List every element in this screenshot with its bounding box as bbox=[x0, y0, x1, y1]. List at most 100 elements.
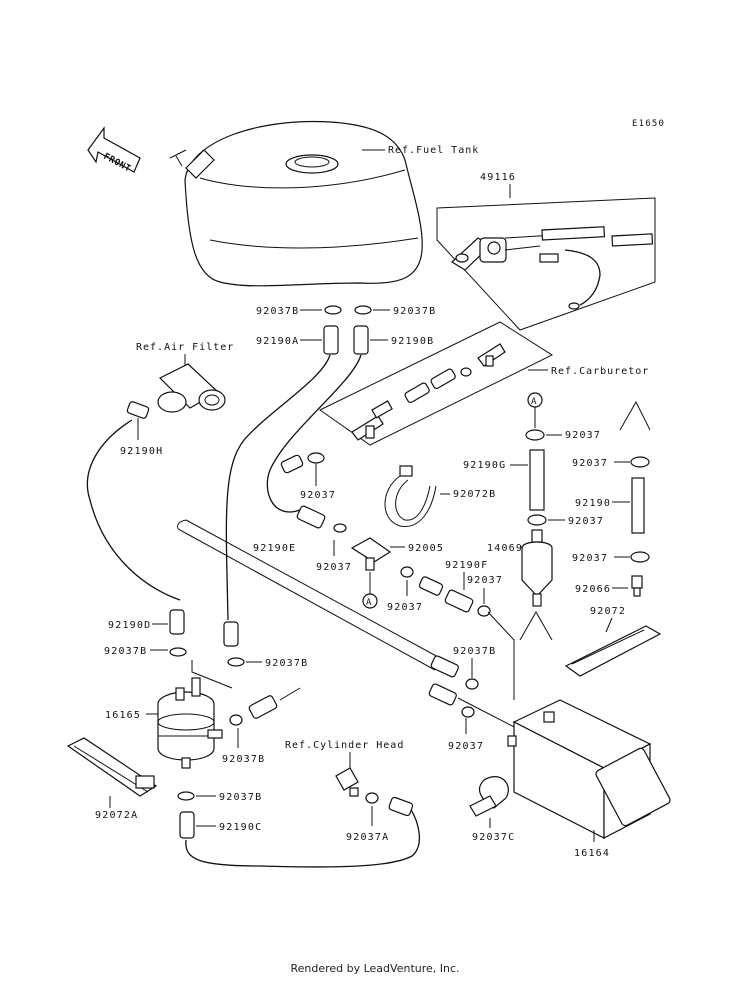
label-carburetor: Ref.Carburetor bbox=[551, 366, 649, 377]
label-92037-h: 92037 bbox=[467, 575, 503, 586]
label-92037B-f: 92037B bbox=[222, 754, 265, 765]
label-cylinder-head: Ref.Cylinder Head bbox=[285, 740, 404, 751]
fuel-pump-16165 bbox=[157, 677, 223, 769]
label-16165: 16165 bbox=[105, 710, 141, 721]
label-92037-d: 92037 bbox=[572, 553, 608, 564]
label-92072A: 92072A bbox=[95, 810, 138, 821]
clip-92037-c bbox=[630, 456, 650, 468]
hose-92190C bbox=[179, 811, 195, 839]
hose-92190B bbox=[353, 325, 369, 355]
figure-code: E1650 bbox=[632, 119, 665, 129]
callout-a-bottom bbox=[362, 593, 378, 609]
label-92190B: 92190B bbox=[391, 336, 434, 347]
hose-run-bottom bbox=[185, 807, 420, 868]
tie-strap-92072B bbox=[384, 465, 437, 527]
label-92037B-g: 92037B bbox=[219, 792, 262, 803]
hose-short-d bbox=[388, 796, 414, 817]
hose-92190A bbox=[323, 325, 339, 355]
label-92037B-e: 92037B bbox=[265, 658, 308, 669]
hose-92190G bbox=[529, 449, 545, 511]
label-fuel-tank: Ref.Fuel Tank bbox=[388, 145, 479, 156]
hose-run-right bbox=[266, 354, 362, 513]
label-14069: 14069 bbox=[487, 543, 523, 554]
label-92037B-b: 92037B bbox=[393, 306, 436, 317]
label-92190D: 92190D bbox=[108, 620, 151, 631]
label-air-filter: Ref.Air Filter bbox=[136, 342, 234, 353]
hose-short-a bbox=[280, 454, 304, 474]
hose-short-b bbox=[418, 576, 444, 596]
hose-92190D bbox=[169, 609, 185, 635]
carburetor-fittings bbox=[351, 343, 506, 441]
clip-92037B-e bbox=[227, 657, 245, 667]
strap-92072 bbox=[564, 625, 662, 677]
label-92190H: 92190H bbox=[120, 446, 163, 457]
front-arrow-icon: FRONT bbox=[87, 126, 141, 175]
label-92037B-a: 92037B bbox=[256, 306, 299, 317]
label-92190G: 92190G bbox=[463, 460, 506, 471]
hose-run-air-filter bbox=[86, 419, 181, 601]
tee-fitting-92005 bbox=[350, 537, 392, 571]
label-92190F: 92190F bbox=[445, 560, 488, 571]
hose-92190H bbox=[126, 401, 150, 419]
label-92072: 92072 bbox=[590, 606, 626, 617]
clip-92037B-c bbox=[465, 678, 479, 690]
fuel-filter-14069 bbox=[521, 529, 553, 607]
label-92037B-d: 92037B bbox=[104, 646, 147, 657]
fitting-92066 bbox=[631, 575, 643, 597]
hose-92190D-b bbox=[223, 621, 239, 647]
label-92066: 92066 bbox=[575, 584, 611, 595]
hose-canister-b bbox=[428, 683, 457, 706]
label-92190C: 92190C bbox=[219, 822, 262, 833]
label-92037-c: 92037 bbox=[572, 458, 608, 469]
cylinder-head-fitting bbox=[335, 767, 359, 797]
label-92190E: 92190E bbox=[253, 543, 296, 554]
clip-92037-d bbox=[630, 551, 650, 563]
label-92037-i: 92037 bbox=[448, 741, 484, 752]
hose-canister-a bbox=[430, 655, 459, 678]
hose-92190F bbox=[444, 589, 474, 613]
fuel-cock-49116 bbox=[451, 226, 654, 310]
clip-92037A bbox=[365, 792, 379, 804]
air-filter-tee-ref bbox=[157, 363, 226, 413]
clip-92037-e bbox=[307, 452, 325, 464]
clip-92037-i bbox=[461, 706, 475, 718]
clip-92037-f bbox=[333, 523, 347, 533]
label-92037C: 92037C bbox=[472, 832, 515, 843]
label-92037B-c: 92037B bbox=[453, 646, 496, 657]
label-92037A: 92037A bbox=[346, 832, 389, 843]
clip-92037B-g bbox=[177, 791, 195, 801]
label-92037-g: 92037 bbox=[387, 602, 423, 613]
clip-92037-a bbox=[525, 429, 545, 441]
label-92037-e: 92037 bbox=[300, 490, 336, 501]
label-16164: 16164 bbox=[574, 848, 610, 859]
clip-92037B-b bbox=[354, 305, 372, 315]
hose-92190E bbox=[296, 505, 326, 529]
clamp-92037C bbox=[469, 776, 509, 817]
clip-92037-h bbox=[477, 605, 491, 617]
label-92072B: 92072B bbox=[453, 489, 496, 500]
vent-pipe bbox=[179, 519, 441, 671]
hose-short-c bbox=[248, 695, 278, 719]
label-92190: 92190 bbox=[575, 498, 611, 509]
label-92190A: 92190A bbox=[256, 336, 299, 347]
label-92037-a: 92037 bbox=[565, 430, 601, 441]
hose-92190 bbox=[631, 477, 645, 534]
clip-92037B-d bbox=[169, 647, 187, 657]
fuel-tap-callout-box bbox=[436, 197, 656, 331]
clip-92037-b bbox=[527, 514, 547, 526]
clip-92037B-a bbox=[324, 305, 342, 315]
fuel-tank-ref bbox=[169, 120, 423, 287]
callout-a-top-label: A bbox=[531, 397, 538, 407]
canister-16164 bbox=[507, 699, 671, 839]
hose-run-left bbox=[225, 354, 331, 621]
footer-credit: Rendered by LeadVenture, Inc. bbox=[290, 962, 460, 975]
label-92005: 92005 bbox=[408, 543, 444, 554]
label-92037-f: 92037 bbox=[316, 562, 352, 573]
callout-a-bottom-label: A bbox=[366, 598, 373, 608]
label-92037-b: 92037 bbox=[568, 516, 604, 527]
clip-92037B-f bbox=[229, 714, 243, 726]
label-49116: 49116 bbox=[480, 172, 516, 183]
strap-92072A bbox=[66, 737, 158, 797]
clip-92037-g bbox=[400, 566, 414, 578]
